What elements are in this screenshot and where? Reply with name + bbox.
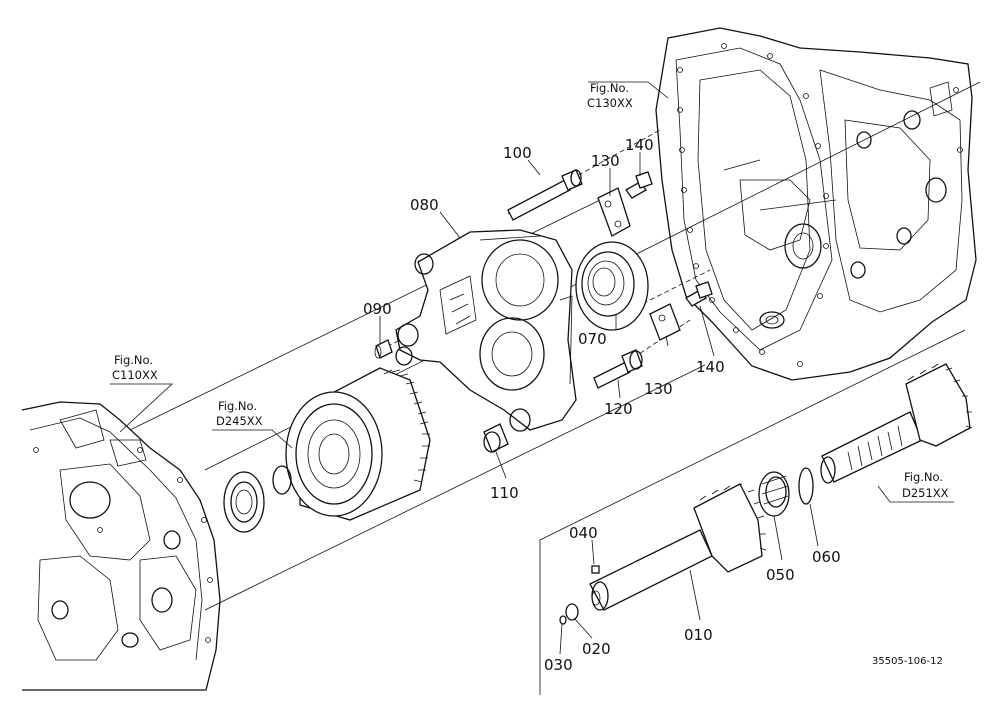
output-shaft (820, 363, 973, 484)
label-140-bottom: 140 (696, 358, 725, 376)
housing-left (21, 401, 221, 691)
label-010: 010 (684, 626, 713, 644)
ref-c110-line1: Fig.No. (114, 353, 153, 367)
label-080: 080 (410, 196, 439, 214)
label-070: 070 (578, 330, 607, 348)
part-120-bolt (593, 349, 643, 389)
part-060-snap-ring (798, 467, 814, 505)
label-090: 090 (363, 300, 392, 318)
ref-d245-line2: D245XX (216, 414, 263, 428)
label-040: 040 (569, 524, 598, 542)
part-130-lockplates (597, 187, 681, 341)
ref-c130-line1: Fig.No. (590, 81, 629, 95)
label-050: 050 (766, 566, 795, 584)
bearing-left (223, 465, 292, 533)
part-070-bearing (575, 241, 649, 331)
part-labels: 100 130 140 080 090 070 130 140 120 110 … (363, 136, 841, 674)
part-090-pin (374, 339, 393, 359)
part-140-bolts (625, 171, 713, 307)
label-130-bottom: 130 (644, 380, 673, 398)
housing-right (655, 27, 977, 381)
label-130-top: 130 (591, 152, 620, 170)
label-020: 020 (582, 640, 611, 658)
ref-d251-line1: Fig.No. (904, 470, 943, 484)
part-010-shaft (589, 483, 767, 611)
part-110-spacer (483, 423, 509, 453)
part-050-needle-bearing (758, 471, 790, 517)
ref-c130-line2: C130XX (587, 96, 633, 110)
label-060: 060 (812, 548, 841, 566)
part-080-bracket (395, 229, 577, 432)
ref-d251-line2: D251XX (902, 486, 949, 500)
label-140-top: 140 (625, 136, 654, 154)
label-110: 110 (490, 484, 519, 502)
drawing-code: 35505-106-12 (872, 656, 943, 667)
label-120: 120 (604, 400, 633, 418)
figure-references: Fig.No. C130XX Fig.No. C110XX Fig.No. D2… (112, 81, 949, 500)
part-100-bolt (507, 169, 583, 221)
small-parts (559, 565, 600, 625)
clutch-assembly (285, 367, 431, 521)
ref-d245-line1: Fig.No. (218, 399, 257, 413)
label-030: 030 (544, 656, 573, 674)
leader-lines (110, 81, 954, 655)
label-100: 100 (503, 144, 532, 162)
ref-c110-line2: C110XX (112, 368, 158, 382)
